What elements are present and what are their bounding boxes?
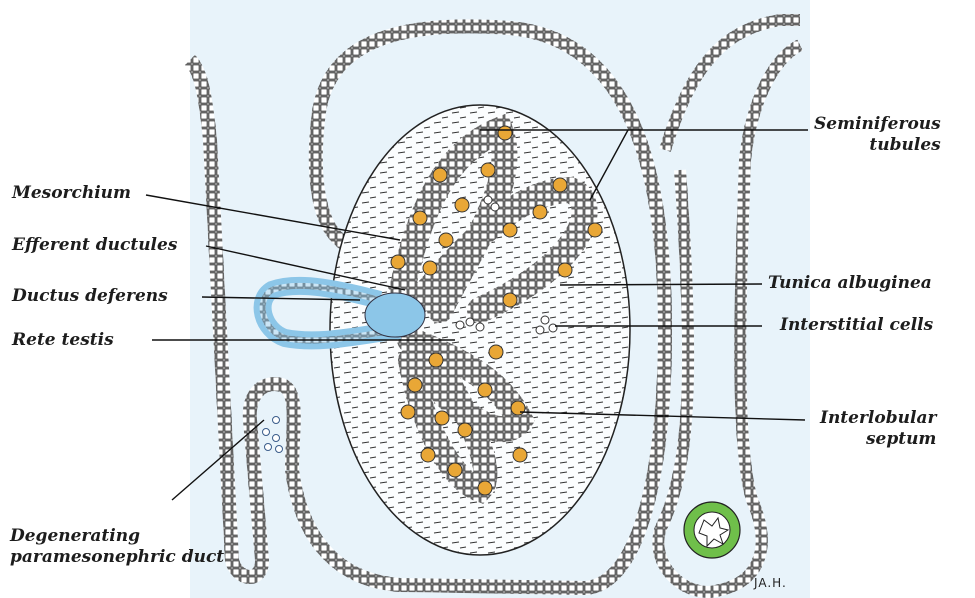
label-seminiferous-tubules: Seminiferous tubules: [814, 114, 941, 156]
label-efferent-ductules: Efferent ductules: [12, 235, 177, 256]
artist-signature: JA.H.: [754, 576, 787, 590]
label-degenerating-line2: paramesonephric duct: [10, 547, 224, 568]
label-rete-testis: Rete testis: [12, 330, 114, 351]
label-ductus-deferens: Ductus deferens: [12, 286, 168, 307]
label-interlobular-line2: septum: [820, 429, 936, 450]
label-degenerating-duct: Degenerating paramesonephric duct: [10, 526, 224, 568]
label-degenerating-line1: Degenerating: [10, 526, 224, 547]
label-interlobular-line1: Interlobular: [820, 408, 936, 429]
label-interlobular-septum: Interlobular septum: [820, 408, 936, 450]
label-tunica-albuginea: Tunica albuginea: [768, 273, 932, 294]
label-seminiferous-line2: tubules: [814, 135, 941, 156]
label-seminiferous-line1: Seminiferous: [814, 114, 941, 135]
label-mesorchium: Mesorchium: [12, 183, 131, 204]
rete-testis: [365, 293, 425, 337]
label-interstitial-cells: Interstitial cells: [780, 315, 933, 336]
